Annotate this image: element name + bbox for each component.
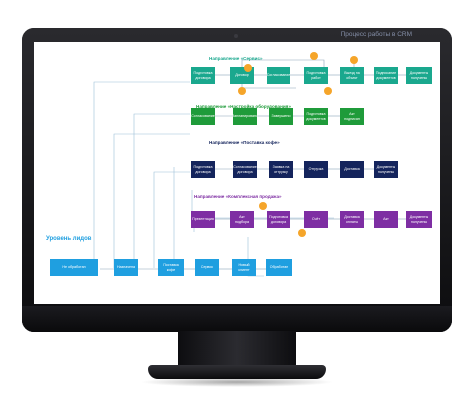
service-node-6[interactable]: Подписание документов [374,67,398,84]
service-badge-2 [310,52,318,60]
service-badge-1 [238,87,246,95]
service-node-5[interactable]: Выезд на объект [340,67,364,84]
coffee-node-3[interactable]: Заявка на отгрузку [269,161,293,178]
coffee-node-2[interactable]: Согласование договора [233,161,257,178]
camera-dot [234,34,238,38]
service-node-4[interactable]: Подготовка работ [304,67,328,84]
equipment-node-1[interactable]: Согласование [191,108,215,125]
section-title-service: Направление «Сервис» [209,56,263,61]
complex-node-1[interactable]: Презентация [191,211,215,228]
section-title-equipment: Направление «Настройка оборудования» [196,104,291,109]
lead-node-6[interactable]: Обработан [266,259,292,276]
coffee-node-1[interactable]: Подготовка договора [191,161,215,178]
equipment-node-3[interactable]: Завершено [269,108,293,125]
service-badge-4 [350,56,358,64]
lead-level-label: Уровень лидов [46,236,92,242]
lead-node-1[interactable]: Не обработан [50,259,98,276]
service-node-1[interactable]: Подготовка договора [191,67,215,84]
monitor-chin [22,306,452,332]
section-title-coffee: Направление «Поставка кофе» [209,140,280,145]
service-node-7[interactable]: Документы получены [406,67,432,84]
lead-node-5[interactable]: Новый клиент [232,259,256,276]
monitor-stand-neck [178,331,296,367]
complex-node-5[interactable]: Доставка оплаты [340,211,364,228]
service-badge-5 [244,64,252,72]
equipment-node-4[interactable]: Подготовка документов [304,108,328,125]
lead-node-2[interactable]: Назначена [114,259,138,276]
service-badge-3 [324,87,332,95]
caption: Процесс работы в CRM [340,31,412,38]
equipment-node-2[interactable]: Запланировано [232,108,258,125]
screen: Направление «Сервис» Подготовка договора… [34,42,440,304]
coffee-node-5[interactable]: Доставка [340,161,364,178]
monitor: Процесс работы в CRM [22,28,452,332]
monitor-stand-base [148,365,326,379]
complex-node-6[interactable]: Акт [374,211,398,228]
coffee-node-4[interactable]: Отгрузка [304,161,328,178]
coffee-node-6[interactable]: Документы получены [374,161,398,178]
equipment-node-5[interactable]: Акт подписан [340,108,364,125]
stand-shadow [140,377,334,387]
lead-node-3[interactable]: Поставка кофе [158,259,184,276]
service-node-3[interactable]: Согласование [267,67,290,84]
complex-node-4[interactable]: Счёт [304,211,328,228]
complex-badge-1 [259,202,267,210]
section-title-complex: Направление «Комплексная продажа» [194,194,282,199]
complex-node-3[interactable]: Подготовка договора [267,211,290,228]
complex-badge-2 [298,229,306,237]
lead-node-4[interactable]: Сервис [195,259,219,276]
complex-node-2[interactable]: Акт подбора [230,211,254,228]
complex-node-7[interactable]: Документы получены [406,211,432,228]
